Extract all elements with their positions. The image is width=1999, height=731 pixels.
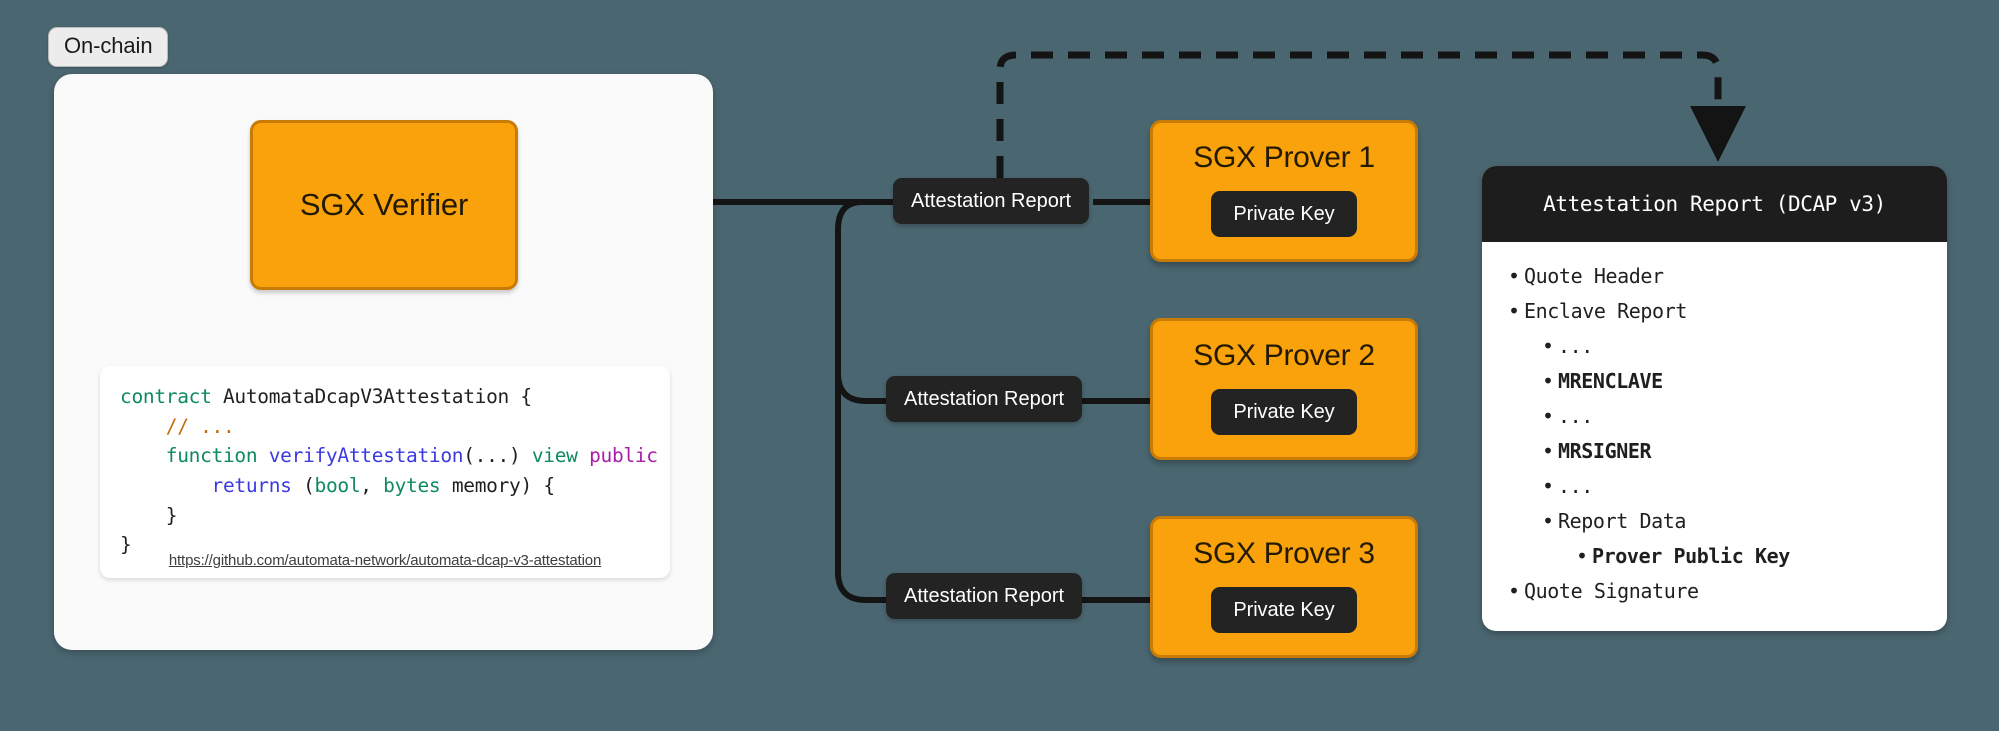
report-list-item-label: Enclave Report bbox=[1524, 299, 1687, 323]
code-token: , bbox=[360, 473, 384, 497]
report-list-item-label: MRSIGNER bbox=[1558, 439, 1652, 463]
report-list-item-label: Quote Header bbox=[1524, 264, 1664, 288]
on-chain-badge: On-chain bbox=[48, 27, 169, 67]
code-token: } bbox=[120, 533, 132, 557]
sgx-prover-2-title: SGX Prover 2 bbox=[1193, 339, 1375, 372]
sgx-prover-1-private-key[interactable]: Private Key bbox=[1211, 191, 1357, 237]
sgx-prover-3-private-key[interactable]: Private Key bbox=[1211, 587, 1357, 633]
attestation-report-label-2[interactable]: Attestation Report bbox=[886, 376, 1083, 422]
report-list-item-label: ... bbox=[1558, 404, 1593, 428]
report-list-item: •MRSIGNER bbox=[1542, 439, 1947, 463]
code-token: contract bbox=[120, 385, 223, 408]
report-list-item: •MRENCLAVE bbox=[1542, 369, 1947, 393]
code-token bbox=[120, 444, 166, 467]
code-token: } bbox=[120, 503, 178, 527]
code-token: view bbox=[531, 444, 590, 468]
report-list-item-label: Prover Public Key bbox=[1592, 544, 1790, 568]
report-list-item: •Quote Header bbox=[1508, 264, 1947, 288]
attestation-report-label-3[interactable]: Attestation Report bbox=[886, 573, 1083, 619]
bullet-icon: • bbox=[1542, 474, 1554, 498]
report-list-item-label: MRENCLAVE bbox=[1558, 369, 1663, 393]
sgx-verifier-box[interactable]: SGX Verifier bbox=[250, 120, 518, 290]
bullet-icon: • bbox=[1542, 404, 1554, 428]
wire-bus-branch-2 bbox=[835, 372, 886, 404]
code-token: ( bbox=[303, 473, 315, 497]
bullet-icon: • bbox=[1576, 544, 1588, 568]
bullet-icon: • bbox=[1508, 579, 1520, 603]
attestation-report-title: Attestation Report (DCAP v3) bbox=[1482, 166, 1947, 242]
wire-bus-trunk bbox=[835, 198, 886, 603]
source-repo-link[interactable]: https://github.com/automata-network/auto… bbox=[168, 552, 602, 569]
code-token bbox=[120, 474, 212, 497]
code-token: verifyAttestation bbox=[268, 444, 464, 468]
bullet-icon: • bbox=[1542, 369, 1554, 393]
report-list-item: •Prover Public Key bbox=[1576, 544, 1947, 568]
code-token: // ... bbox=[165, 414, 235, 438]
sgx-verifier-label: SGX Verifier bbox=[299, 187, 469, 222]
code-token: function bbox=[165, 444, 269, 468]
report-list-item-label: ... bbox=[1558, 474, 1593, 498]
report-list-item-label: ... bbox=[1558, 334, 1593, 358]
bullet-icon: • bbox=[1508, 299, 1520, 323]
bullet-icon: • bbox=[1542, 334, 1554, 358]
code-token: memory) { bbox=[451, 473, 555, 497]
attestation-report-label-1[interactable]: Attestation Report bbox=[893, 178, 1090, 224]
contract-code-panel: contract AutomataDcapV3Attestation { // … bbox=[100, 366, 670, 578]
report-list-item: •Enclave Report bbox=[1508, 299, 1947, 323]
report-list-item: •Report Data bbox=[1542, 509, 1947, 533]
report-list-item-label: Quote Signature bbox=[1524, 579, 1699, 603]
code-token bbox=[120, 415, 166, 438]
code-token: AutomataDcapV3Attestation { bbox=[222, 385, 532, 408]
report-list-item: •... bbox=[1542, 334, 1947, 358]
sgx-prover-1-title: SGX Prover 1 bbox=[1193, 141, 1375, 174]
sgx-prover-1-box[interactable]: SGX Prover 1 Private Key bbox=[1150, 120, 1418, 262]
code-token: (...) bbox=[463, 444, 532, 468]
report-list-item: •... bbox=[1542, 404, 1947, 428]
bullet-icon: • bbox=[1542, 439, 1554, 463]
report-list-item: •Quote Signature bbox=[1508, 579, 1947, 603]
code-token: returns bbox=[211, 473, 304, 497]
sgx-prover-3-title: SGX Prover 3 bbox=[1193, 537, 1375, 570]
bullet-icon: • bbox=[1542, 509, 1554, 533]
code-token: bool bbox=[314, 473, 361, 497]
sgx-prover-2-private-key[interactable]: Private Key bbox=[1211, 389, 1357, 435]
bullet-icon: • bbox=[1508, 264, 1520, 288]
code-token: bytes bbox=[383, 473, 452, 497]
code-token: public bbox=[589, 444, 658, 468]
contract-code: contract AutomataDcapV3Attestation { // … bbox=[120, 382, 658, 560]
report-list-item-label: Report Data bbox=[1558, 509, 1687, 533]
attestation-report-body: •Quote Header•Enclave Report•...•MRENCLA… bbox=[1482, 242, 1947, 603]
sgx-prover-2-box[interactable]: SGX Prover 2 Private Key bbox=[1150, 318, 1418, 460]
report-list-item: •... bbox=[1542, 474, 1947, 498]
sgx-prover-3-box[interactable]: SGX Prover 3 Private Key bbox=[1150, 516, 1418, 658]
attestation-report-panel: Attestation Report (DCAP v3) •Quote Head… bbox=[1482, 166, 1947, 631]
